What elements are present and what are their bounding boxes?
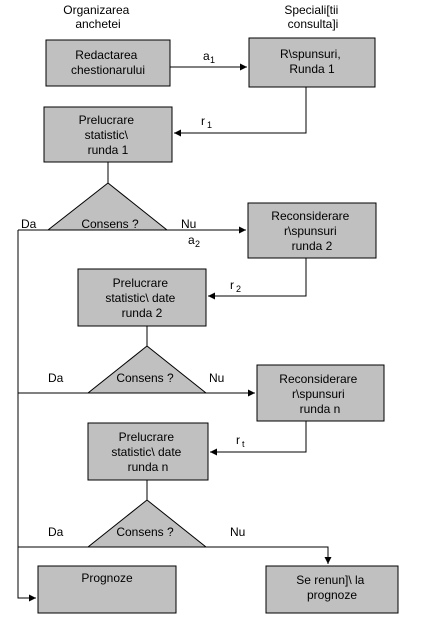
svg-text:a: a bbox=[203, 49, 210, 63]
label-da-2: Da bbox=[48, 371, 64, 385]
svg-text:2: 2 bbox=[195, 239, 200, 249]
svg-text:Reconsiderare r\spunsuri: Reconsiderare r\spunsuri runda 2 bbox=[271, 209, 352, 253]
box-reconsiderare-runda-n: Reconsiderare r\spunsuri runda n bbox=[256, 364, 385, 422]
box-prognoze: Prognoze bbox=[37, 565, 177, 614]
svg-text:r: r bbox=[236, 433, 240, 447]
svg-text:Consens ?: Consens ? bbox=[116, 371, 174, 385]
box-raspunsuri-runda-1: R\spunsuri, Runda 1 bbox=[248, 37, 376, 88]
svg-text:Prognoze: Prognoze bbox=[81, 571, 133, 585]
svg-text:1: 1 bbox=[210, 55, 215, 65]
svg-text:Se renun]\ la prognoze: Se renun]\ la prognoze bbox=[296, 573, 367, 602]
svg-text:2: 2 bbox=[236, 284, 241, 294]
decision-consens-3: Consens ? bbox=[86, 499, 208, 548]
connectors bbox=[17, 63, 332, 602]
arrow-label-r1: r 1 bbox=[201, 114, 212, 130]
svg-text:Redactarea chestionarulu: Redactarea chestionarului bbox=[71, 48, 145, 77]
box-prelucrare-runda-2: Prelucrare statistic\ date runda 2 bbox=[77, 268, 207, 327]
label-da-1: Da bbox=[21, 217, 37, 231]
svg-text:R\spunsuri, Runda 1: R\spunsuri, Runda 1 bbox=[280, 47, 344, 76]
svg-text:Consens ?: Consens ? bbox=[81, 217, 139, 231]
header-right: Speciali[tii consulta]i bbox=[284, 3, 341, 31]
box-reconsiderare-runda-2: Reconsiderare r\spunsuri runda 2 bbox=[247, 202, 377, 259]
decision-consens-2: Consens ? bbox=[86, 345, 208, 394]
header-left: Organizarea anchetei bbox=[63, 3, 132, 31]
box-redactarea: Redactarea chestionarului bbox=[45, 39, 171, 87]
svg-text:Prelucrare statistic\ da: Prelucrare statistic\ date runda 2 bbox=[105, 276, 178, 320]
decision-consens-1: Consens ? bbox=[46, 182, 169, 231]
arrow-label-rn: r t bbox=[236, 433, 245, 449]
svg-text:r: r bbox=[201, 114, 205, 128]
svg-text:a: a bbox=[188, 233, 195, 247]
box-prelucrare-runda-n: Prelucrare statistic\ date runda n bbox=[87, 422, 209, 481]
svg-text:t: t bbox=[242, 439, 245, 449]
label-da-3: Da bbox=[48, 525, 64, 539]
svg-text:r: r bbox=[230, 278, 234, 292]
box-se-renunta: Se renun]\ la prognoze bbox=[265, 565, 399, 614]
svg-text:Reconsiderare r\spunsuri: Reconsiderare r\spunsuri runda n bbox=[279, 372, 360, 416]
svg-text:1: 1 bbox=[207, 120, 212, 130]
svg-text:Prelucrare statistic\: Prelucrare statistic\ runda 1 bbox=[79, 113, 138, 157]
arrow-label-a1: a 1 bbox=[203, 49, 215, 65]
svg-text:Prelucrare statistic\ da: Prelucrare statistic\ date runda n bbox=[111, 430, 184, 474]
arrow-label-r2: r 2 bbox=[230, 278, 241, 294]
label-nu-3: Nu bbox=[230, 525, 245, 539]
box-prelucrare-runda-1: Prelucrare statistic\ runda 1 bbox=[43, 106, 173, 163]
label-nu-2: Nu bbox=[209, 371, 224, 385]
label-nu-1: Nu bbox=[181, 217, 196, 231]
svg-text:Consens ?: Consens ? bbox=[116, 525, 174, 539]
arrow-label-a2: a 2 bbox=[188, 233, 200, 249]
